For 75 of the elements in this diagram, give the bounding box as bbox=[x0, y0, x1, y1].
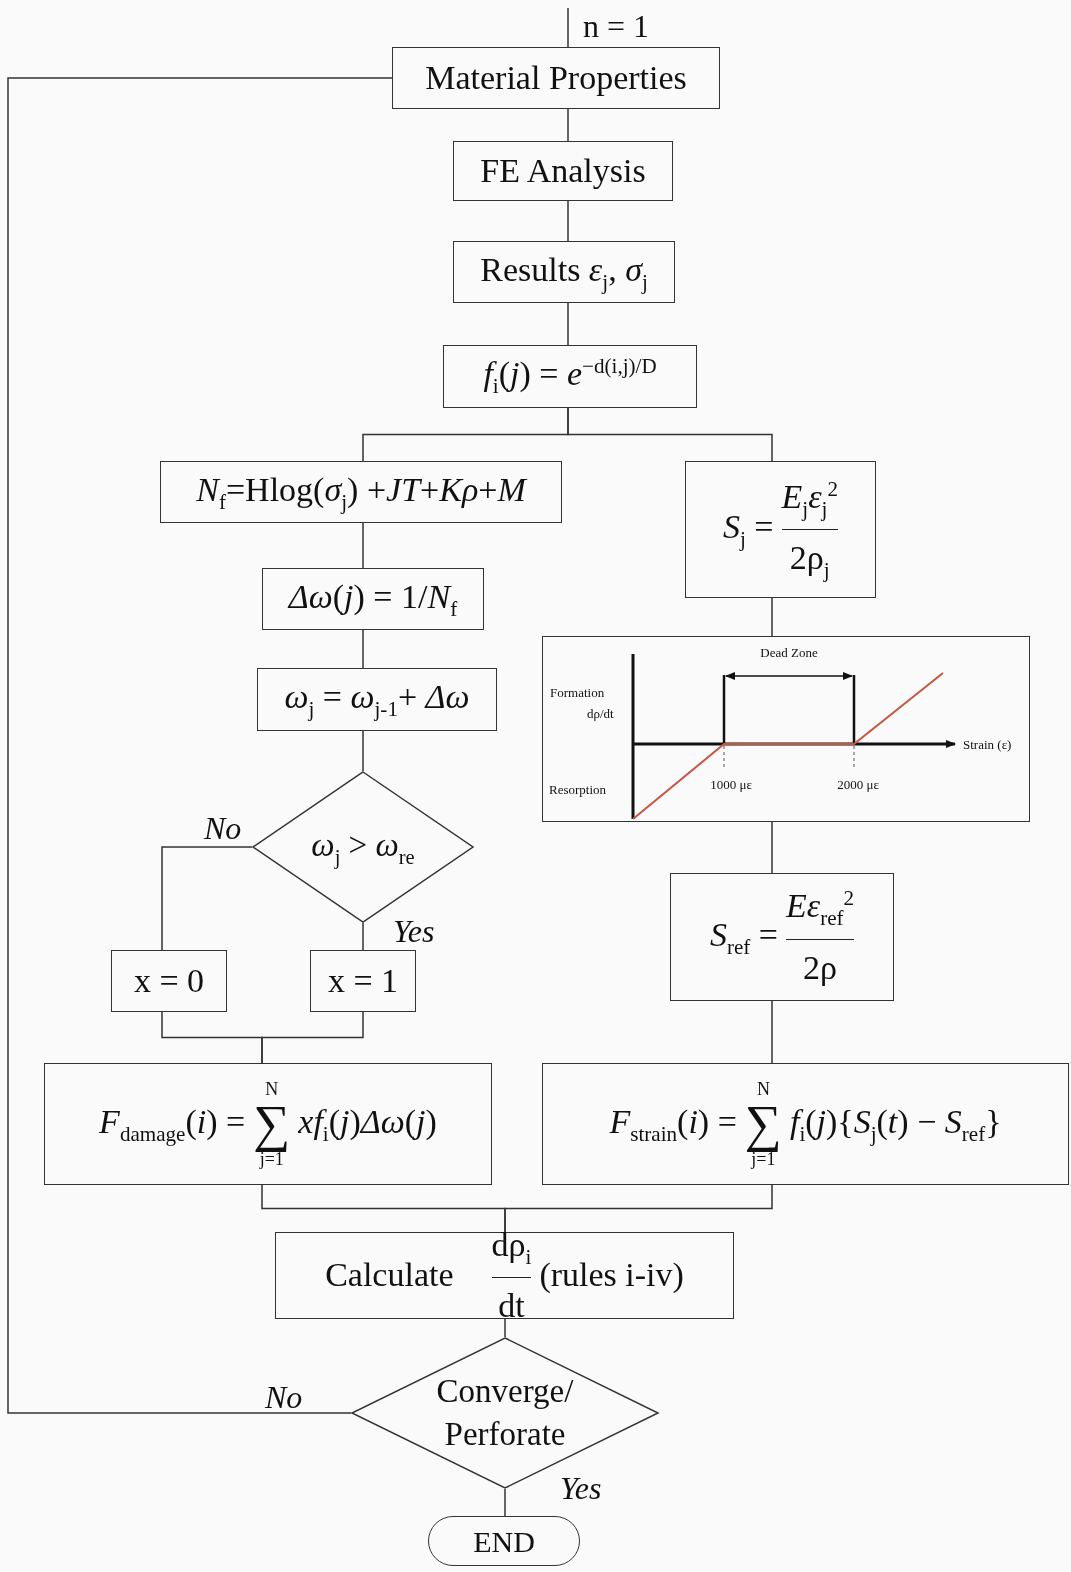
terminal-text: END bbox=[473, 1523, 535, 1560]
connector-line bbox=[504, 1318, 506, 1338]
connector-line bbox=[261, 1011, 364, 1064]
edge-label: No bbox=[265, 1381, 303, 1413]
connector-line bbox=[771, 597, 773, 637]
connector-line bbox=[362, 730, 364, 772]
process-box bbox=[275, 1232, 734, 1319]
node-text: FE Analysis bbox=[480, 150, 646, 191]
denominator: 2ρ$_{j}$ bbox=[789, 538, 830, 584]
edge-label: n = 1 bbox=[583, 10, 650, 42]
node-text: ω$_{j}$ = ω$_{j-1}$+ Δω bbox=[284, 677, 470, 724]
denominator: 2ρ bbox=[803, 947, 838, 988]
process-box bbox=[257, 668, 497, 731]
connector-line bbox=[771, 1000, 773, 1064]
connector-line bbox=[567, 108, 569, 142]
sum-symbol: ∑ bbox=[744, 1098, 782, 1150]
connector-line bbox=[567, 200, 569, 242]
connector-line bbox=[362, 522, 364, 569]
process-box bbox=[453, 241, 675, 303]
connector-line bbox=[567, 407, 773, 462]
node-text: Calculate bbox=[325, 1255, 454, 1296]
axis-label: Formation bbox=[550, 685, 605, 699]
node-text: f$_{i}$(j) = e$^{−d(i,j)/D}$ bbox=[483, 353, 657, 401]
node-text: Material Properties bbox=[425, 57, 687, 98]
node-text: Results ε$_{j}$, σ$_{j}$ bbox=[480, 249, 648, 296]
chart-box bbox=[542, 636, 1030, 822]
axis-label: Resorption bbox=[549, 782, 607, 796]
formula-text: S$_{j}$ = bbox=[723, 507, 774, 554]
process-box bbox=[392, 47, 720, 109]
connector-line bbox=[504, 1488, 506, 1517]
connector-line bbox=[504, 1184, 773, 1233]
node-text: Converge/ Perforate bbox=[435, 1372, 575, 1454]
process-box bbox=[160, 461, 562, 523]
connector-line bbox=[161, 846, 253, 951]
node-text: x = 1 bbox=[327, 960, 399, 1001]
decision-diamond bbox=[252, 771, 474, 923]
node-text: Δω(j) = 1/N$_{f}$ bbox=[288, 576, 458, 623]
process-box bbox=[310, 950, 416, 1012]
terminal-box bbox=[428, 1516, 580, 1566]
upper-limit: N bbox=[756, 1080, 770, 1098]
node-text: x = 0 bbox=[133, 960, 205, 1001]
process-box bbox=[262, 568, 484, 630]
edge-label: Yes bbox=[393, 915, 435, 947]
connector-line bbox=[362, 922, 364, 951]
axis-label: Strain (ε) bbox=[963, 737, 1012, 751]
node-text: N$_{f}$=Hlog(σ$_{j}$) +JT+Kρ+M bbox=[196, 469, 526, 516]
node-text: (rules i-iv) bbox=[539, 1255, 684, 1296]
process-box bbox=[443, 345, 697, 408]
connector-line bbox=[771, 821, 773, 874]
edge-label: No bbox=[204, 812, 242, 844]
upper-limit: N bbox=[265, 1080, 279, 1098]
process-box bbox=[453, 141, 673, 201]
process-box bbox=[111, 950, 227, 1012]
sum-symbol: ∑ bbox=[253, 1098, 291, 1150]
formula-text: F$_{damage}$(i) = bbox=[99, 1101, 246, 1148]
formula-box bbox=[685, 461, 876, 598]
connector-line bbox=[362, 629, 364, 669]
formula-text: xf$_{i}$(j)Δω(j) bbox=[298, 1101, 437, 1148]
connector-line bbox=[567, 302, 569, 346]
connector-line bbox=[567, 7, 569, 48]
formula-box bbox=[670, 873, 894, 1001]
formula-box bbox=[44, 1063, 492, 1185]
formula-box bbox=[542, 1063, 1069, 1185]
formula-text: f$_{i}$(j){S$_{j}$(t) − S$_{ref}$} bbox=[789, 1101, 1002, 1148]
denominator: dt bbox=[498, 1286, 525, 1326]
formula-text: F$_{strain}$(i) = bbox=[609, 1101, 737, 1148]
edge-label: Yes bbox=[560, 1472, 602, 1504]
tick-label: 2000 με bbox=[837, 777, 879, 791]
chart-label: Dead Zone bbox=[760, 645, 818, 659]
connector-line bbox=[7, 77, 393, 1414]
tick-label: 1000 με bbox=[710, 777, 752, 791]
formula-text: S$_{ref}$ = bbox=[709, 914, 778, 961]
node-text: ω$_{j}$ > ω$_{re}$ bbox=[311, 825, 415, 871]
numerator: dρ$_{i}$ bbox=[491, 1224, 532, 1271]
axis-label: dρ/dt bbox=[587, 706, 614, 720]
